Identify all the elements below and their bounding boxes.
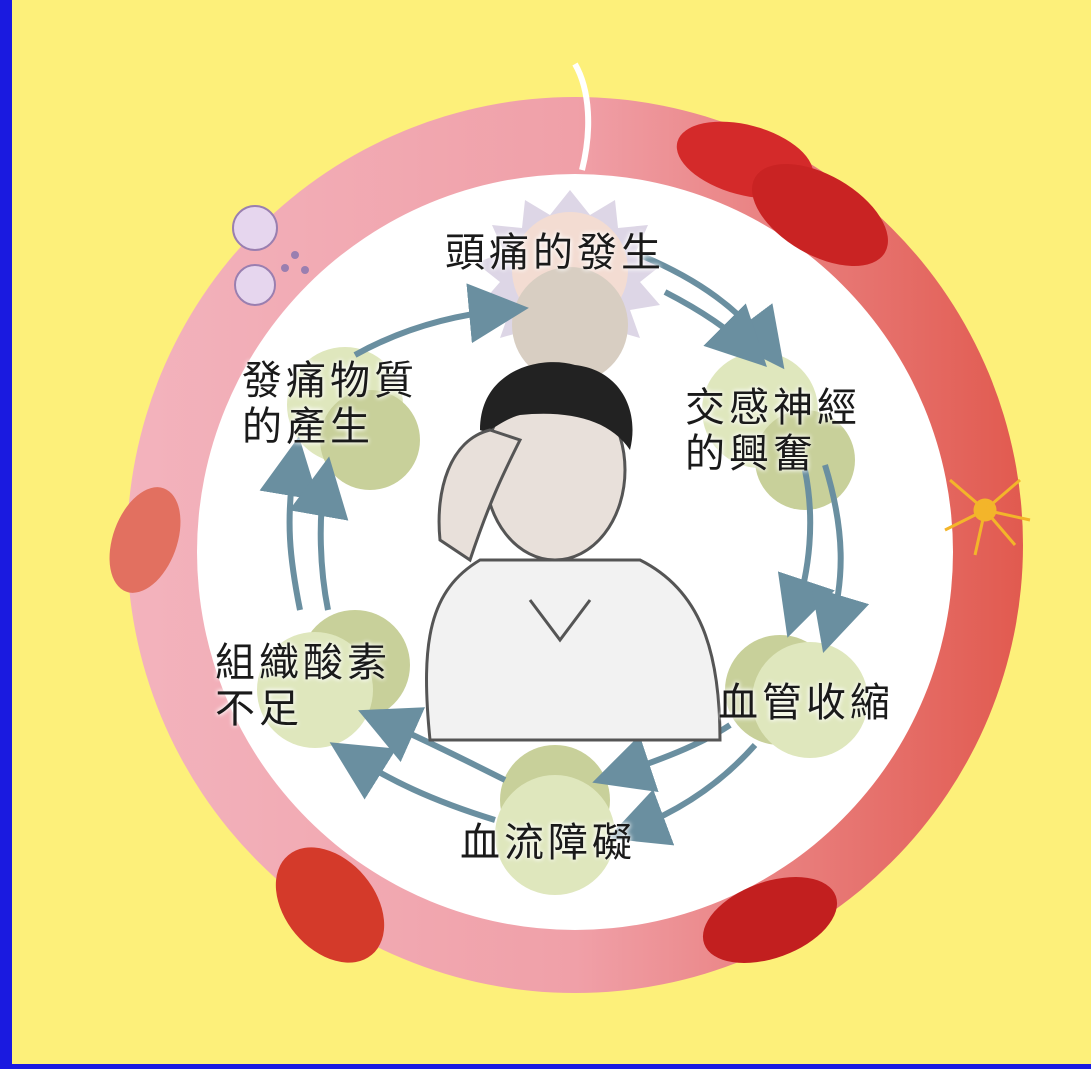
node-vasoconstriction bbox=[752, 642, 868, 758]
node-hypoxia bbox=[257, 632, 373, 748]
node-headache-shadow bbox=[512, 267, 628, 383]
node-label-headache: 頭痛的發生 bbox=[445, 230, 665, 276]
node-label-sympathetic: 交感神經 的興奮 bbox=[685, 385, 861, 477]
platelets bbox=[232, 205, 309, 306]
red-blood-cell bbox=[109, 487, 181, 593]
nerve-cell bbox=[944, 478, 1031, 556]
person-illustration bbox=[425, 362, 722, 742]
red-blood-cell bbox=[702, 877, 838, 963]
vessel-seam bbox=[572, 62, 592, 171]
node-label-blood-flow: 血流障礙 bbox=[460, 820, 636, 866]
node-blood-flow bbox=[495, 775, 615, 895]
node-label-vasoconstriction: 血管收縮 bbox=[718, 680, 894, 726]
red-blood-cells bbox=[109, 121, 888, 963]
node-label-hypoxia: 組織酸素 不足 bbox=[215, 640, 391, 732]
red-blood-cell bbox=[275, 847, 385, 963]
cycle-arrows bbox=[259, 252, 870, 846]
node-label-pain-substance: 發痛物質 的產生 bbox=[242, 358, 418, 450]
red-blood-cell bbox=[752, 163, 888, 267]
